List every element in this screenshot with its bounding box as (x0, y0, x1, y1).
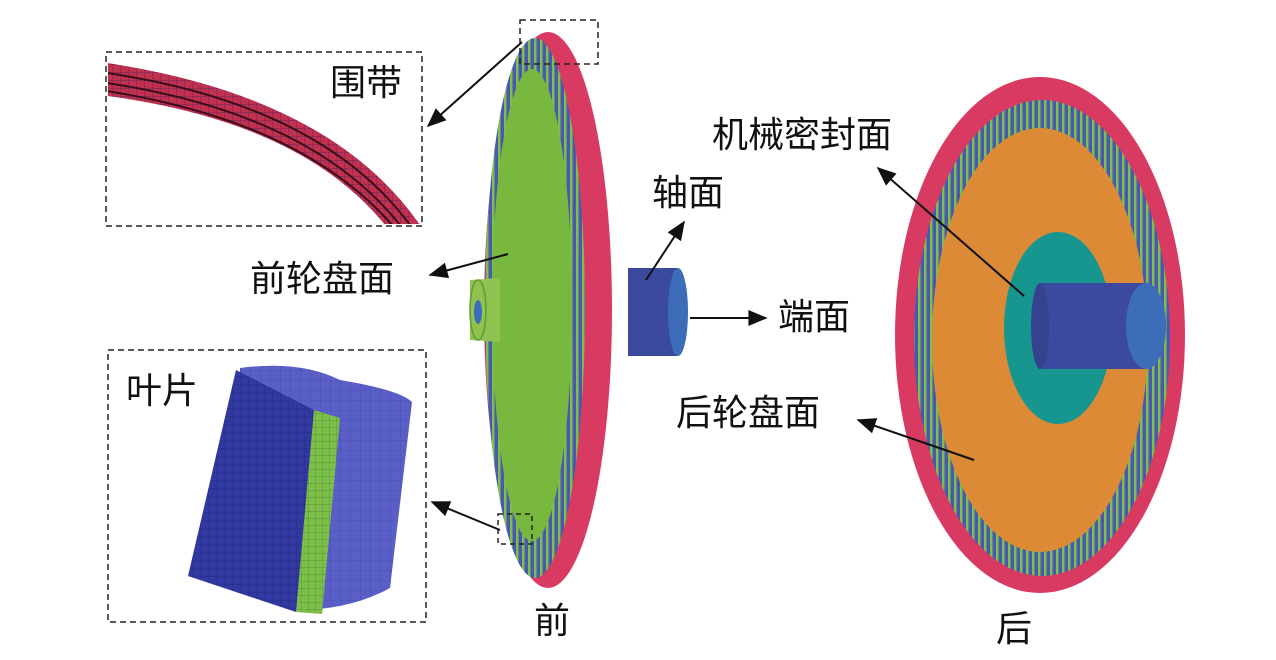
shroud-detail-marker (519, 19, 599, 65)
label-mechanical-seal-face: 机械密封面 (712, 115, 893, 156)
label-rear-view: 后 (996, 609, 1033, 650)
arrow-shaft-face (645, 220, 685, 281)
label-shroud: 围带 (330, 63, 403, 104)
front-hub-bore (474, 300, 482, 324)
callout-arrows (426, 41, 1025, 531)
rear-shaft-end (1126, 283, 1166, 369)
label-rear-disc-face: 后轮盘面 (676, 393, 821, 434)
label-blade: 叶片 (126, 371, 199, 412)
label-shaft-face: 轴面 (652, 173, 725, 214)
arrow-seal-face (876, 166, 1025, 297)
rear-impeller (895, 77, 1185, 593)
shroud-detail-inset (105, 51, 423, 227)
arrow-blade (430, 501, 501, 531)
arrow-front-disc (428, 253, 509, 279)
label-front-disc-face: 前轮盘面 (250, 259, 395, 300)
rear-shaft-root (1031, 283, 1049, 369)
front-shaft-end (668, 268, 688, 356)
front-impeller (469, 32, 688, 588)
arrow-rear-disc (856, 418, 975, 461)
front-disc-surface (492, 69, 572, 541)
arrow-shroud (426, 41, 523, 128)
label-end-face: 端面 (778, 297, 851, 338)
blade-detail-inset (107, 349, 427, 623)
label-front-view: 前 (534, 601, 571, 642)
